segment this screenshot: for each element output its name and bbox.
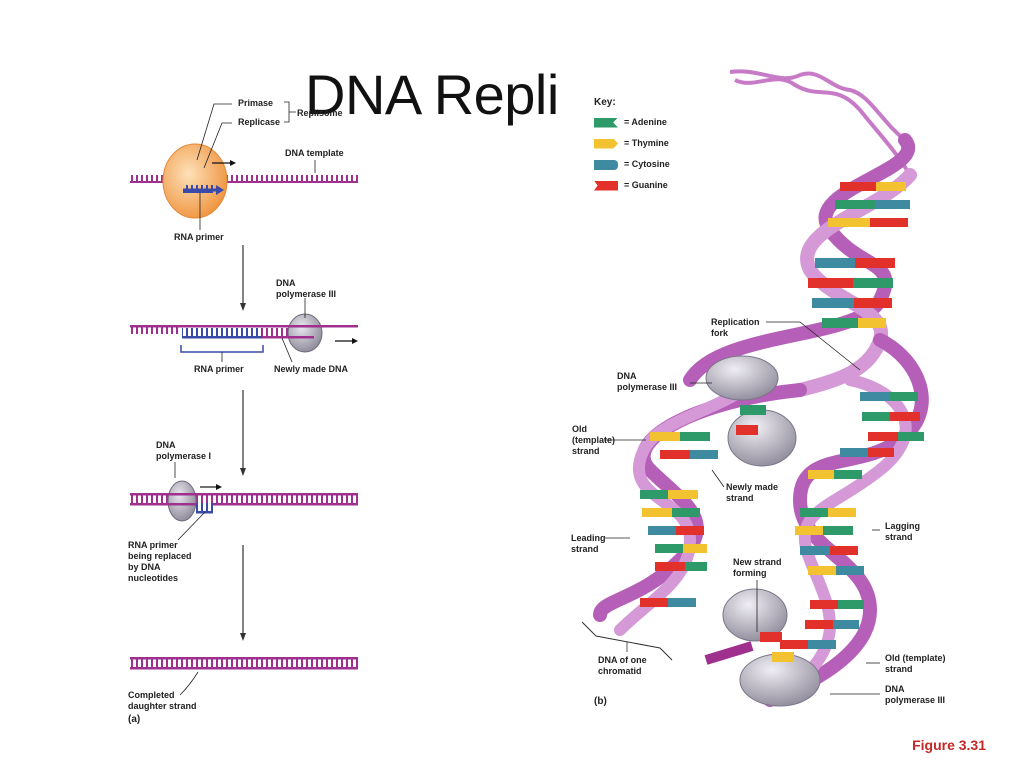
label-rna-primer-2: RNA primer <box>194 364 244 374</box>
label-dna-pol-iii-bottom: DNA polymerase III <box>885 684 946 705</box>
label-primase: Primase <box>238 98 274 108</box>
right-base-pairs <box>780 392 924 649</box>
dna-pol-iii-bottom-enzyme <box>722 588 821 707</box>
label-old-template-right: Old (template) strand <box>885 653 946 674</box>
left-base-pairs <box>640 432 718 607</box>
step2-rna-primer <box>182 328 262 336</box>
label-replication-fork: Replication fork <box>711 317 760 338</box>
dna-pol-i-enzyme <box>167 480 197 522</box>
key-item-guanine: = Guanine <box>594 175 704 196</box>
label-dna-polymerase-iii: DNA polymerase III <box>276 278 337 299</box>
label-dna-of-one-chromatid: DNA of one chromatid <box>598 655 647 676</box>
label-newly-made-strand: Newly made strand <box>726 482 779 503</box>
adenine-swatch-icon <box>594 117 618 128</box>
chromatid-bracket <box>581 621 673 661</box>
key-title: Key: <box>594 97 616 108</box>
step2-template-strand <box>130 325 358 334</box>
label-leading-strand: Leading strand <box>571 533 606 554</box>
step4-completed-strand <box>130 657 358 670</box>
slide-title: DNA Repli <box>305 63 559 126</box>
label-replisome: Replisome <box>297 108 343 118</box>
replisome-blob <box>162 143 228 219</box>
panel-a-tag: (a) <box>128 714 141 725</box>
label-dna-polymerase-i: DNA polymerase I <box>156 440 212 461</box>
helix-top-tail <box>729 69 912 177</box>
label-rna-primer-1: RNA primer <box>174 232 224 242</box>
key-item-thymine: = Thymine <box>594 133 704 154</box>
label-dna-pol-iii-top: DNA polymerase III <box>617 371 678 392</box>
label-lagging-strand: Lagging strand <box>885 521 920 542</box>
label-dna-template: DNA template <box>285 148 344 158</box>
thymine-swatch-icon <box>594 138 618 149</box>
label-primer-replaced: RNA primer being replaced by DNA nucleot… <box>128 540 192 583</box>
figure-caption: Figure 3.31 <box>912 737 986 753</box>
label-completed-daughter: Completed daughter strand <box>128 690 197 711</box>
upper-base-pairs <box>808 182 910 328</box>
label-newly-made-dna: Newly made DNA <box>274 364 349 374</box>
step1-template-strand <box>130 175 358 183</box>
label-replicase: Replicase <box>238 117 281 127</box>
cytosine-swatch-icon <box>594 159 618 170</box>
key-item-cytosine: = Cytosine <box>594 154 704 175</box>
dna-pol-iii-top-enzyme <box>705 355 797 467</box>
label-old-template-left: Old (template) strand <box>572 424 616 456</box>
panel-b-tag: (b) <box>594 696 607 707</box>
key-item-adenine: = Adenine <box>594 112 704 133</box>
guanine-swatch-icon <box>594 180 618 191</box>
key-legend: Key: = Adenine = Thymine = Cytosine = Gu… <box>594 97 704 196</box>
label-new-strand-forming: New strand forming <box>733 557 782 578</box>
